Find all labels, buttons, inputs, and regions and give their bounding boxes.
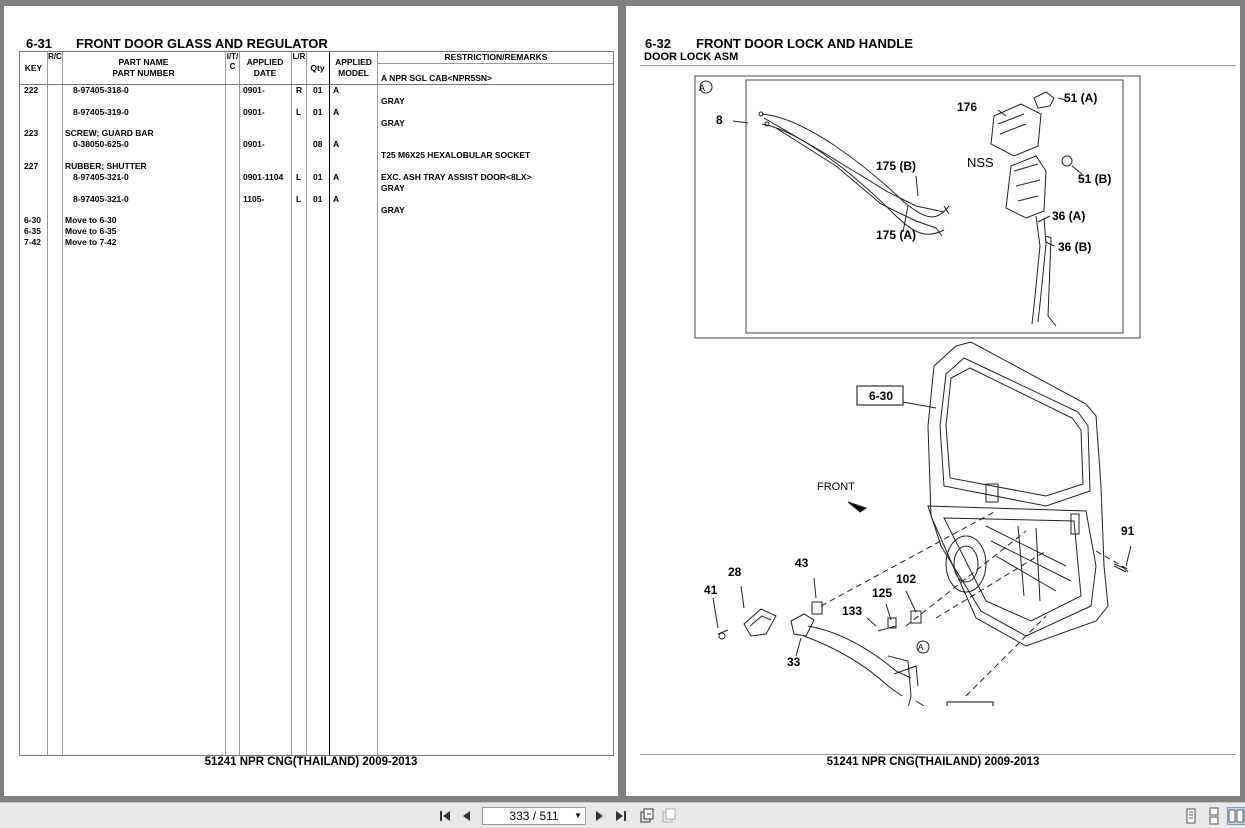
callout-176: 176	[957, 100, 977, 114]
continuous-page-icon	[1209, 807, 1219, 825]
header-rc: R/C	[48, 52, 62, 61]
header-remarks: RESTRICTION/REMARKS	[444, 52, 548, 62]
last-page-button[interactable]	[612, 807, 630, 825]
callout-33: 33	[787, 655, 801, 669]
next-page-button[interactable]	[590, 807, 608, 825]
callout-102: 102	[896, 572, 916, 586]
callout-nss: NSS	[967, 155, 994, 170]
callout-41: 41	[704, 583, 718, 597]
section-subtitle: DOOR LOCK ASM	[644, 51, 739, 63]
left-page: 6-31 FRONT DOOR GLASS AND REGULATOR KEY …	[4, 6, 618, 796]
header-part-name: PART NAME	[118, 57, 169, 67]
two-page-icon	[1228, 809, 1244, 823]
page-footer: 51241 NPR CNG(THAILAND) 2009-2013	[204, 756, 418, 768]
parts-diagram: A 8 176 51 (A) 175 (B) NSS 51 (B) 36 (A)…	[694, 75, 1141, 706]
callout-51a: 51 (A)	[1064, 91, 1097, 105]
callout-91: 91	[1121, 524, 1135, 538]
last-page-icon	[616, 811, 626, 821]
page-footer: 51241 NPR CNG(THAILAND) 2009-2013	[826, 756, 1040, 768]
callout-36a: 36 (A)	[1052, 209, 1085, 223]
callout-133: 133	[842, 604, 862, 618]
header-qty: Qty	[310, 63, 325, 73]
header-lr: L/R	[292, 52, 306, 61]
single-page-icon	[1186, 808, 1196, 824]
ref-6-30: 6-30	[869, 389, 893, 403]
navigation-toolbar: 333 / 511 ▼	[0, 802, 1245, 828]
next-page-icon	[596, 811, 603, 821]
go-forward-button[interactable]	[660, 807, 678, 825]
section-number: 6-31	[26, 36, 53, 51]
callout-8: 8	[716, 113, 723, 127]
prev-page-icon	[463, 811, 470, 821]
header-applied-date-1: APPLIED	[246, 57, 284, 67]
first-page-button[interactable]	[436, 807, 454, 825]
two-page-view-button[interactable]	[1227, 807, 1245, 825]
section-title: FRONT DOOR LOCK AND HANDLE	[696, 36, 913, 51]
single-page-view-button[interactable]	[1182, 807, 1200, 825]
callout-circle-a: A	[699, 83, 705, 93]
callout-circle-a-2: A	[918, 643, 924, 652]
callout-125: 125	[872, 586, 892, 600]
prev-page-button[interactable]	[458, 807, 476, 825]
first-page-icon	[440, 811, 450, 821]
header-applied-model-2: MODEL	[338, 68, 369, 78]
section-title: FRONT DOOR GLASS AND REGULATOR	[76, 36, 328, 51]
callout-28: 28	[728, 565, 742, 579]
section-number: 6-32	[645, 36, 672, 51]
go-forward-icon	[662, 808, 676, 823]
ref-7-30: 7-30	[959, 705, 983, 706]
header-itc: I/T/C	[226, 52, 239, 71]
header-applied-model-1: APPLIED	[335, 57, 372, 67]
front-label: FRONT	[817, 481, 855, 493]
callout-175b: 175 (B)	[876, 159, 916, 173]
right-page: 6-32 FRONT DOOR LOCK AND HANDLE DOOR LOC…	[626, 6, 1240, 796]
header-part-number: PART NUMBER	[112, 68, 175, 78]
callout-51b: 51 (B)	[1078, 172, 1111, 186]
header-key: KEY	[24, 63, 43, 73]
go-back-button[interactable]	[638, 807, 656, 825]
header-applied-date-2: DATE	[253, 68, 277, 78]
go-back-icon	[640, 808, 654, 823]
callout-43: 43	[795, 556, 809, 570]
callout-175a: 175 (A)	[876, 228, 916, 242]
chevron-down-icon: ▼	[574, 811, 582, 820]
callout-36b: 36 (B)	[1058, 240, 1091, 254]
model-note: A NPR SGL CAB<NPR5SN>	[381, 73, 492, 83]
continuous-view-button[interactable]	[1205, 807, 1223, 825]
parts-table: KEY R/C PART NAME PART NUMBER I/T/C APPL…	[19, 51, 614, 756]
page-number-input[interactable]: 333 / 511 ▼	[482, 807, 586, 825]
